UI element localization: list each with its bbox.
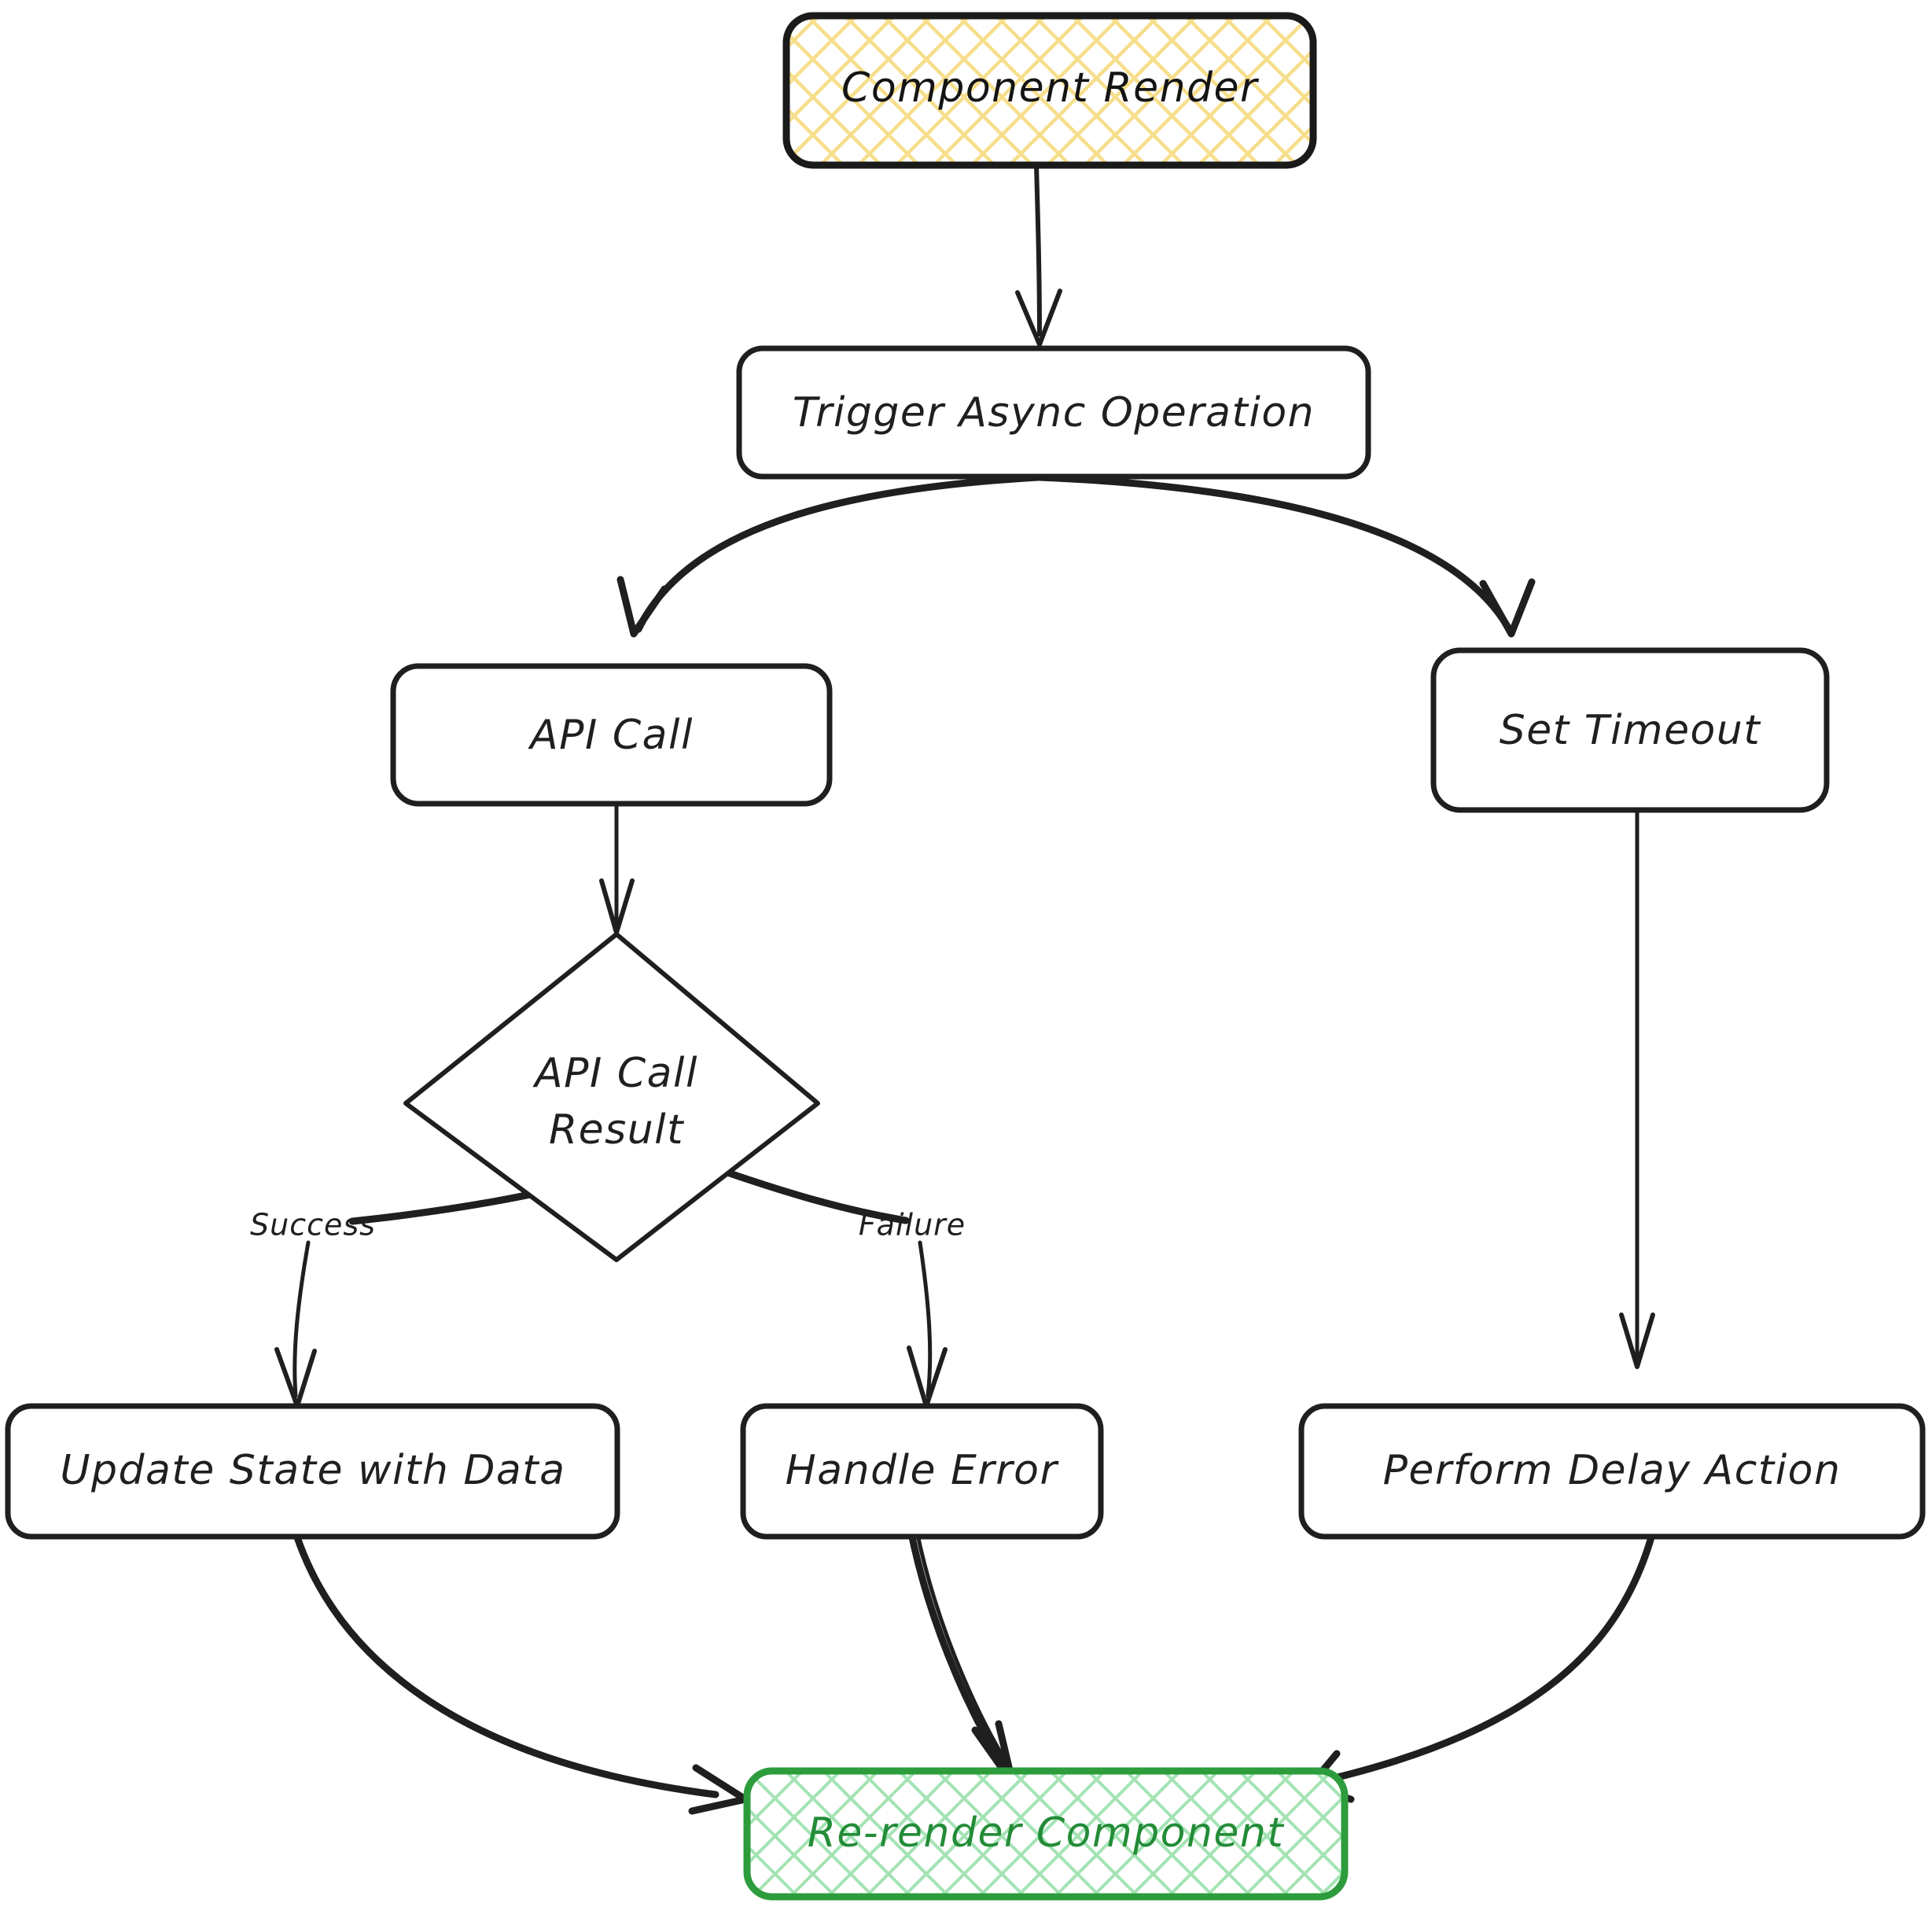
node-trigger-async-operation[interactable]: Trigger Async Operation: [736, 345, 1371, 480]
node-update-state-with-data[interactable]: Update State with Data: [5, 1403, 620, 1540]
node-component-render[interactable]: Component Render: [782, 12, 1317, 169]
node-handle-error-label: Handle Error: [786, 1447, 1060, 1494]
edge-trigger-async-to-set-timeout: [1036, 473, 1536, 638]
node-update-state-with-data-label: Update State with Data: [60, 1447, 565, 1494]
edge-label-success-text: Success: [250, 1208, 376, 1242]
node-trigger-async-operation-label: Trigger Async Operation: [793, 389, 1315, 436]
node-api-call[interactable]: API Call: [390, 663, 833, 807]
node-api-call-result-label-line1: API Call: [532, 1050, 698, 1097]
edge-perform-delay-action-to-re-render: [1305, 1533, 1655, 1803]
edge-label-failure-text: Failure: [859, 1208, 966, 1242]
node-set-timeout[interactable]: Set Timeout: [1430, 647, 1830, 813]
edge-trigger-async-to-api-call: [616, 473, 1042, 638]
edge-api-call-to-api-call-result: [599, 801, 635, 935]
node-set-timeout-label: Set Timeout: [1500, 707, 1761, 754]
edge-component-render-to-trigger-async: [1015, 163, 1062, 347]
node-api-call-result[interactable]: API Call Result: [403, 932, 820, 1262]
node-component-render-label: Component Render: [841, 64, 1260, 112]
edge-label-success: Success: [250, 1208, 376, 1242]
node-api-call-label: API Call: [528, 712, 694, 759]
node-re-render-component-label: Re-render Component: [808, 1809, 1285, 1857]
edge-handle-error-to-re-render: [907, 1526, 1017, 1787]
node-handle-error[interactable]: Handle Error: [740, 1403, 1104, 1540]
edge-label-failure: Failure: [859, 1208, 966, 1242]
node-perform-delay-action-label: Perform Delay Action: [1383, 1447, 1842, 1494]
node-re-render-component[interactable]: Re-render Component: [743, 1767, 1349, 1901]
node-api-call-result-label-line2: Result: [549, 1106, 684, 1154]
edge-set-timeout-to-perform-delay-action: [1619, 808, 1655, 1369]
edge-update-state-to-re-render: [293, 1533, 749, 1815]
node-perform-delay-action[interactable]: Perform Delay Action: [1298, 1403, 1926, 1540]
